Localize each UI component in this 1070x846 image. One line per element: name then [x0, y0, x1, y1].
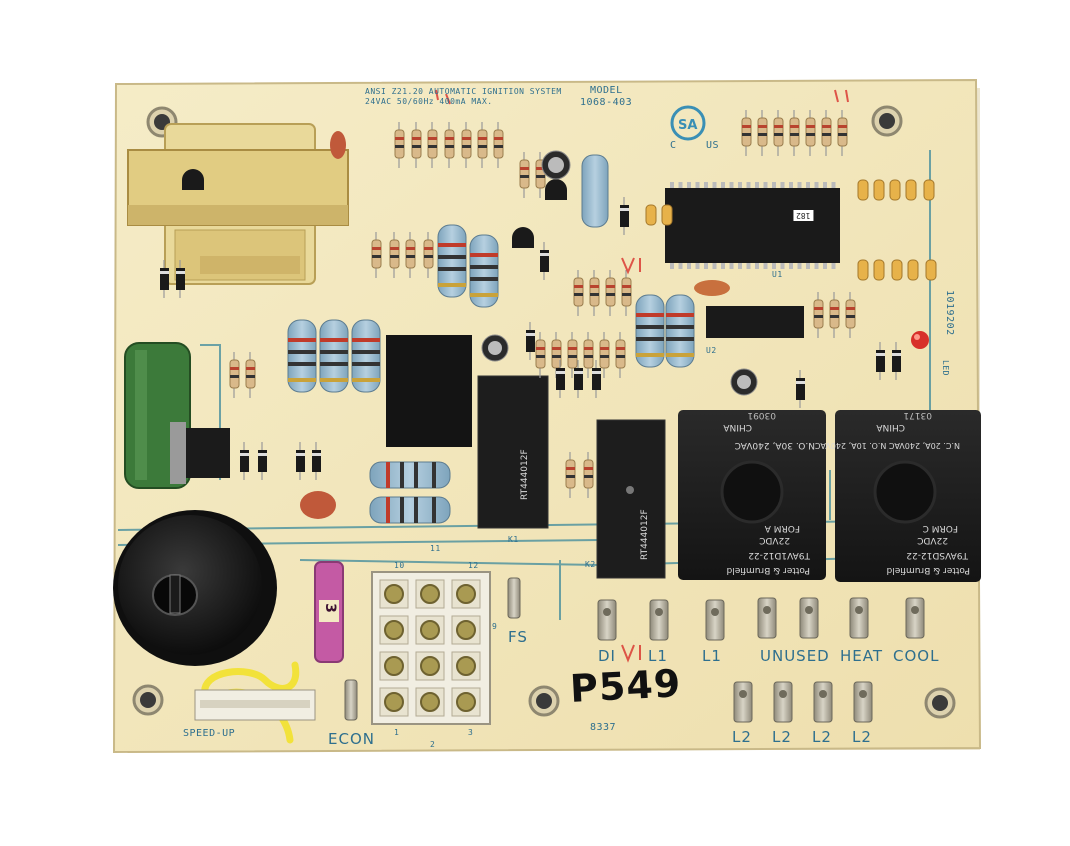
ic-u2: [706, 306, 804, 338]
led-label: LED: [941, 360, 950, 376]
relay-right-voltage: 22VDC: [917, 535, 948, 545]
board-code: 8337: [590, 722, 617, 733]
blue-resistors: [287, 154, 695, 524]
terminal-label-econ: ECON: [328, 730, 375, 748]
part-number: 1019202: [944, 290, 955, 336]
speed-up-connector: [194, 689, 316, 721]
terminal-label-speed-up: SPEED-UP: [183, 728, 236, 739]
pin-label-12: 12: [468, 561, 479, 570]
relay-right-brand: Potter & Brumfield: [886, 565, 970, 575]
relay-k1-label: K1: [508, 535, 519, 544]
mounting-holes: [132, 105, 956, 719]
ansi-line-2: 24VAC 50/60Hz 400mA MAX.: [365, 97, 493, 106]
relay-k2-model: RT444012F: [640, 509, 650, 560]
relay-right-model: T9AVSD12-22: [906, 550, 968, 560]
relay-left-voltage: 22VDC: [759, 535, 790, 545]
pin-label-2: 2: [430, 740, 436, 749]
relay-left-origin: CHINA: [723, 422, 752, 432]
relay-k1-model: RT444012F: [520, 449, 530, 500]
terminal-label-fs: FS: [508, 628, 528, 646]
relay-right-form: FORM C: [922, 523, 958, 533]
svg-text:SA: SA: [678, 118, 697, 133]
voltage-regulator: [170, 422, 230, 484]
relay-right-large: [835, 410, 981, 582]
relay-k1: [477, 375, 549, 529]
relay-k2-label: K2: [585, 560, 596, 569]
terminal-label-heat: HEAT: [840, 647, 884, 665]
terminal-label-l2-4: L2: [852, 728, 872, 746]
connector-12pin: [371, 571, 491, 725]
csa-us-label: US: [706, 140, 720, 151]
relay-right-code: 03171: [903, 410, 932, 420]
relay-left-code: 03091: [747, 410, 776, 420]
relay-left-rating: N.O. 30A, 240VAC: [734, 440, 815, 450]
fuse: [314, 561, 344, 663]
terminal-label-l1-b: L1: [702, 647, 722, 665]
relay-left-model: T9AV1D12-22: [748, 550, 810, 560]
chip-u1-label: U1: [772, 270, 783, 279]
pin-label-10: 10: [394, 561, 405, 570]
relay-k2: [596, 419, 666, 579]
relay-block: [386, 335, 472, 447]
pin-label-3: 3: [468, 728, 474, 737]
model-number: 1068-403: [580, 97, 633, 108]
ansi-line-1: ANSI Z21.20 AUTOMATIC IGNITION SYSTEM: [365, 87, 562, 96]
spade-terminals: [344, 577, 925, 723]
relay-right-origin: CHINA: [876, 422, 905, 432]
microcontroller-u1: [665, 182, 840, 269]
terminal-label-l2-1: L2: [732, 728, 752, 746]
fuse-rating: 3: [321, 603, 338, 613]
terminal-label-l2-3: L2: [812, 728, 832, 746]
relay-left-brand: Potter & Brumfield: [726, 565, 810, 575]
chip-u1-sticker: 182: [793, 210, 814, 221]
red-marker-marks: [435, 89, 849, 663]
pin-label-1: 1: [394, 728, 400, 737]
relay-left-large: [678, 410, 826, 580]
pin-label-9: 9: [492, 622, 498, 631]
status-led: [911, 331, 929, 349]
transformer: [127, 123, 349, 285]
small-components: [160, 110, 937, 498]
csa-logo: SA: [670, 105, 706, 141]
terminal-label-di: DI: [598, 647, 616, 665]
pin-label-11: 11: [430, 544, 441, 553]
chip-u2-label: U2: [706, 346, 717, 355]
csa-c-label: C: [670, 140, 677, 151]
terminal-label-l1-a: L1: [648, 647, 668, 665]
relay-left-form: FORM A: [764, 523, 800, 533]
terminal-label-l2-2: L2: [772, 728, 792, 746]
pressure-switch: [113, 510, 277, 666]
capacitors: [300, 131, 758, 519]
model-label: MODEL: [590, 85, 623, 96]
handwritten-tag: P549: [568, 661, 683, 711]
relay-right-rating: N.C. 20A, 240VAC N.O. 10A, 240VAC: [814, 441, 960, 450]
terminal-label-unused: UNUSED: [760, 647, 830, 665]
terminal-label-cool: COOL: [893, 647, 940, 665]
